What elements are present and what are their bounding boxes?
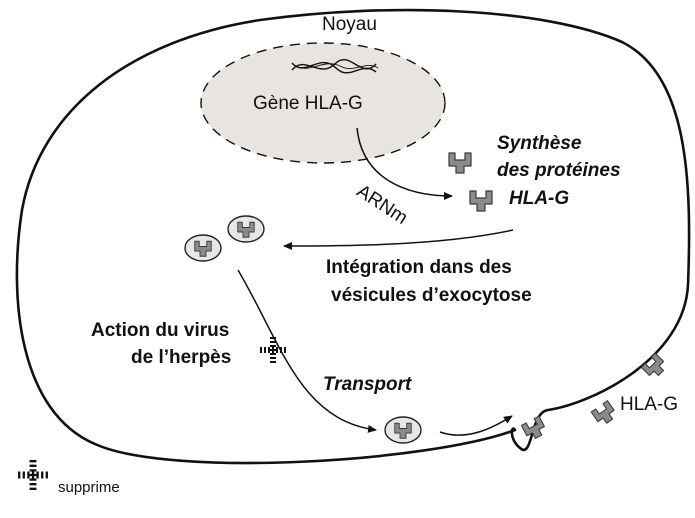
exocytosis-arrow <box>439 415 513 436</box>
gene-label: Gène HLA-G <box>253 93 363 114</box>
integration-label-line2: vésicules d’exocytose <box>331 285 532 306</box>
vesicle-icon <box>185 235 221 261</box>
virus-action-label-line2: de l’herpès <box>131 347 232 368</box>
legend-hatched-cross-icon <box>18 460 48 490</box>
arnm-arrow <box>356 127 453 200</box>
integration-arrow <box>283 229 514 250</box>
legend-label: supprime <box>58 479 120 496</box>
protein-icon <box>448 152 472 174</box>
protein-icon <box>590 400 619 428</box>
transport-arrow <box>237 269 377 433</box>
nucleus-label: Noyau <box>322 14 377 35</box>
integration-label-line1: Intégration dans des <box>326 257 512 278</box>
transport-label: Transport <box>323 374 412 395</box>
hatched-cross-icon <box>260 337 286 363</box>
nucleus <box>200 42 446 164</box>
protein-icon <box>520 415 548 442</box>
virus-action-label-line1: Action du virus <box>91 320 230 341</box>
protein-icon <box>469 190 493 212</box>
synthesis-label-line3: HLA-G <box>509 188 570 209</box>
vesicle-icon <box>228 216 264 242</box>
membrane-hla-g-label: HLA-G <box>620 394 679 415</box>
dna-helix-icon <box>291 59 379 74</box>
cell-membrane <box>15 8 691 465</box>
synthesis-label-line2: des protéines <box>497 160 621 181</box>
synthesis-label-line1: Synthèse <box>497 133 582 154</box>
vesicle-icon <box>385 417 421 443</box>
protein-icon <box>640 352 669 381</box>
